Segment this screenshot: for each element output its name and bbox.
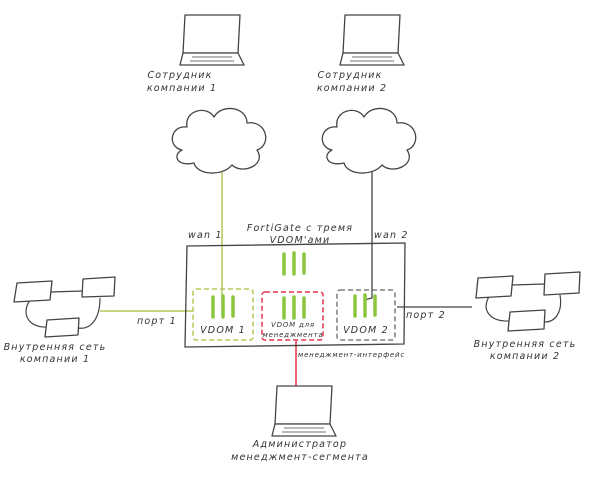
lan2-label-1: Внутренняя сеть [474,339,577,350]
employee2-label-1: Сотрудник [317,70,382,81]
employee1-label-1: Сотрудник [147,70,212,81]
link-cloud2-vdom2 [363,170,373,301]
wan1-label: wan 1 [188,230,223,241]
employee1-label-2: компании 1 [147,83,217,94]
employee1-laptop-icon [179,14,245,66]
vdom-mgmt-label-2: менеджмента [263,331,324,339]
vdom-mgmt-box [261,291,324,341]
wan2-label: wan 2 [374,230,409,241]
mgmt-interface-label: менеджмент-интерфейс [298,351,405,359]
vdom-mgmt-label-1: VDOM для [271,321,315,329]
employee2-laptop-icon [339,14,405,66]
cloud1-icon [171,107,267,174]
port1-label: порт 1 [137,316,177,327]
fortigate-bars-icon [282,251,306,276]
vdom2-box [336,289,396,341]
fortigate-title-2: VDOM'ами [270,235,331,246]
vdom2-label: VDOM 2 [343,325,389,336]
vdom-mgmt-bars-icon [282,295,306,320]
fortigate-title-1: FortiGate с тремя [247,223,353,234]
lan2-label-2: компании 2 [490,351,560,362]
employee2-label-2: компании 2 [317,83,387,94]
vdom1-bars-icon [211,294,235,319]
fortigate-box [184,242,406,348]
cloud2-icon [321,107,417,174]
lan1-label-2: компании 1 [20,354,90,365]
lan1-label-1: Внутренняя сеть [4,342,107,353]
admin-label-1: Администратор [252,439,347,450]
lan1-network-icon [13,276,116,338]
vdom1-box [192,288,254,341]
port2-label: порт 2 [406,310,446,321]
admin-label-2: менеджмент-сегмента [231,452,369,463]
lan2-network-icon [475,271,581,332]
vdom1-label: VDOM 1 [200,325,246,336]
admin-laptop-icon [271,385,337,437]
